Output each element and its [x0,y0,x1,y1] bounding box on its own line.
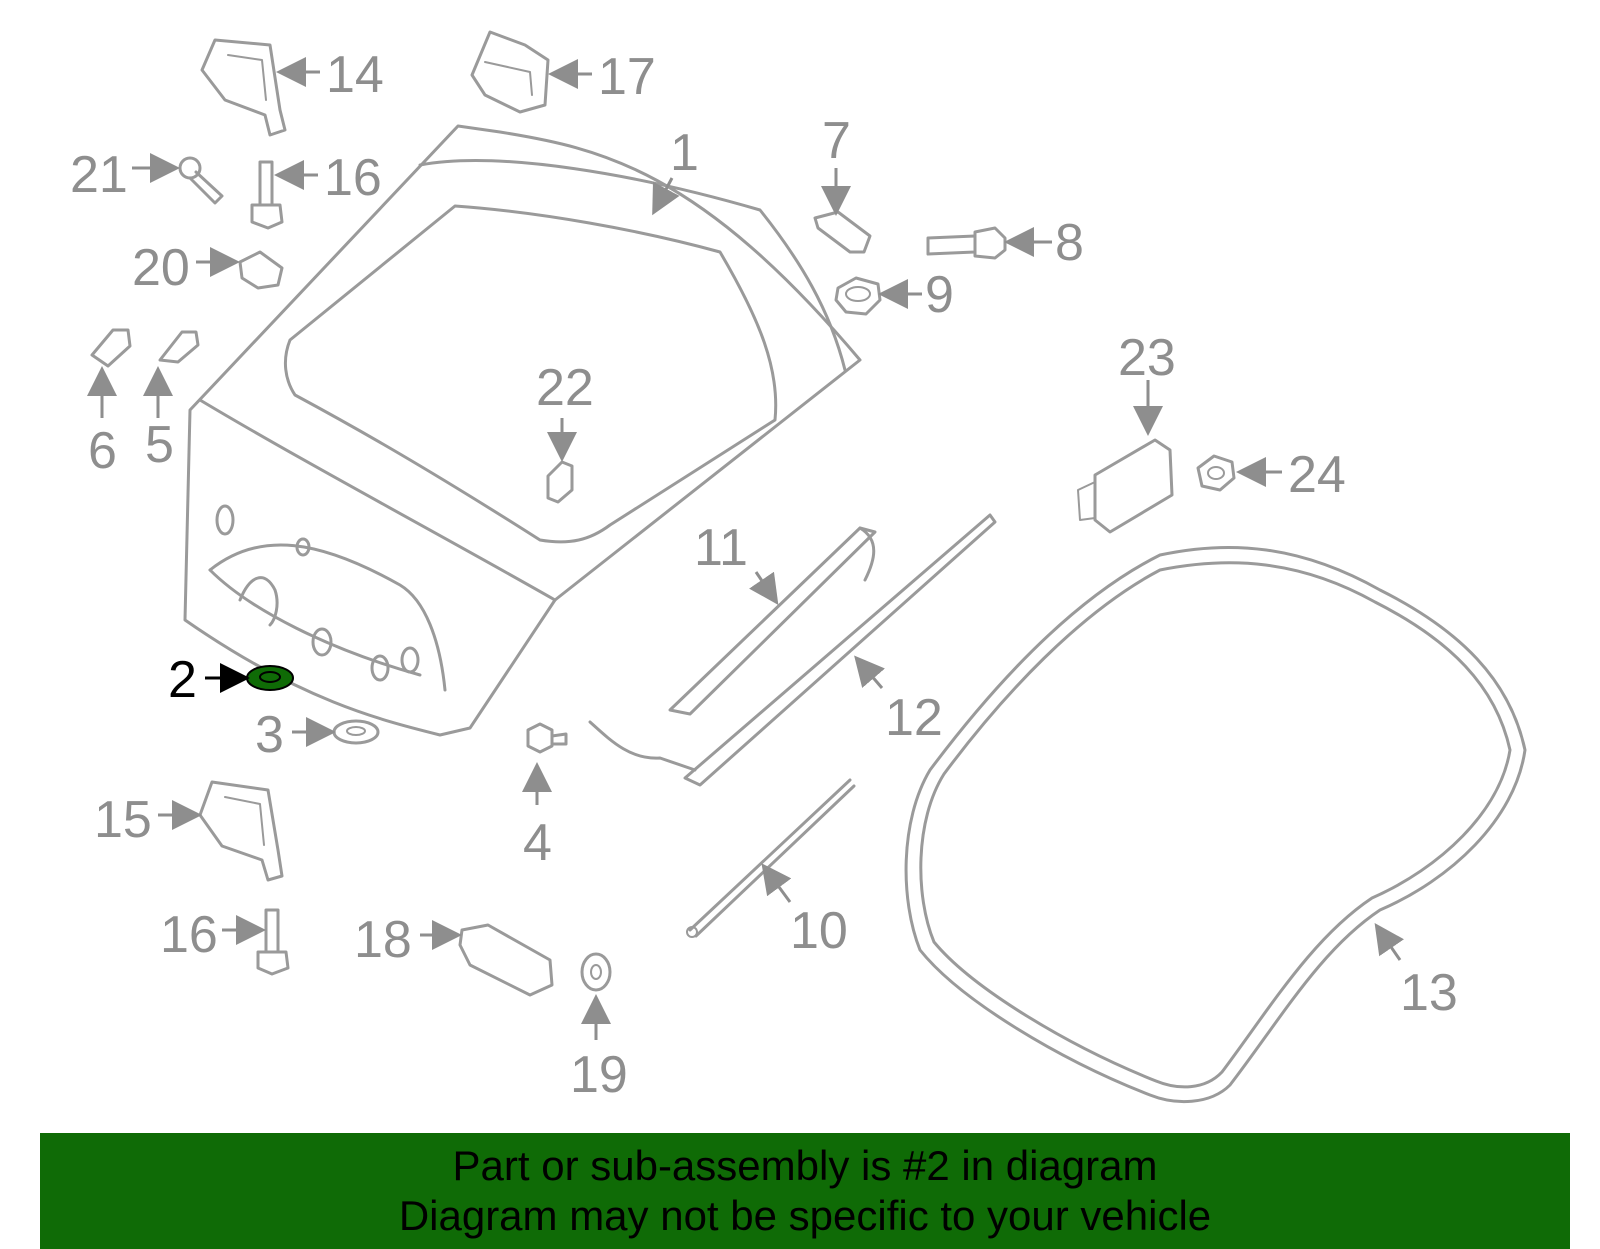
bracket-part-6 [90,328,132,368]
callout-24: 24 [1288,446,1346,504]
nut-part-24 [1196,454,1236,492]
leader-13 [1374,923,1404,961]
leader-10 [761,863,792,903]
strut-part-10 [686,778,856,938]
leader-11 [749,571,779,605]
callout-16-upper: 16 [324,149,382,207]
callout-18: 18 [354,911,412,969]
callout-2[interactable]: 2 [168,651,197,709]
gas-strut-part-12 [588,513,997,787]
callout-10: 10 [790,902,848,960]
callout-21: 21 [70,146,128,204]
callout-6: 6 [88,422,117,480]
latch-part-17 [470,30,550,114]
banner-line-2: Diagram may not be specific to your vehi… [398,1192,1212,1239]
bolt-part-16-lower [256,908,290,976]
callout-8: 8 [1055,214,1084,272]
banner-line-1: Part or sub-assembly is #2 in diagram [452,1142,1158,1189]
callout-9: 9 [925,266,954,324]
callout-17: 17 [598,48,656,106]
bolt-part-4 [526,722,568,754]
bracket-part-5 [158,330,200,364]
callout-15: 15 [94,791,152,849]
callout-4: 4 [523,814,552,872]
leader-1 [652,177,680,216]
bolt-part-8 [926,226,1007,260]
callout-16-lower: 16 [160,906,218,964]
hinge-part-15 [198,780,284,882]
callout-19: 19 [570,1046,628,1104]
callout-23: 23 [1118,329,1176,387]
pin-part-7 [813,210,872,254]
screw-part-21 [178,156,224,205]
info-banner: Part or sub-assembly is #2 in diagram Di… [40,1133,1570,1249]
clip-part-20 [238,250,284,290]
callout-5: 5 [145,416,174,474]
nut-part-9 [834,276,882,316]
leader-12 [854,655,886,689]
callout-12: 12 [885,689,943,747]
grommet-part-2[interactable] [246,665,294,691]
damper-part-11 [668,526,877,716]
callout-7: 7 [822,112,851,170]
callout-14: 14 [326,46,384,104]
weatherstrip-part-13 [904,545,1527,1104]
callout-22: 22 [536,359,594,417]
callout-1: 1 [670,124,699,182]
hinge-part-14 [200,38,287,137]
switch-part-18 [458,923,554,997]
cap-part-22 [546,460,574,504]
bolt-part-16-upper [250,160,284,230]
callout-13: 13 [1400,964,1458,1022]
liftgate-part-1 [183,124,862,737]
washer-part-3 [332,719,380,745]
nut-part-19 [580,952,612,992]
callout-11: 11 [694,519,748,577]
callout-20: 20 [132,239,190,297]
callout-3: 3 [255,706,284,764]
module-part-23 [1077,438,1174,534]
